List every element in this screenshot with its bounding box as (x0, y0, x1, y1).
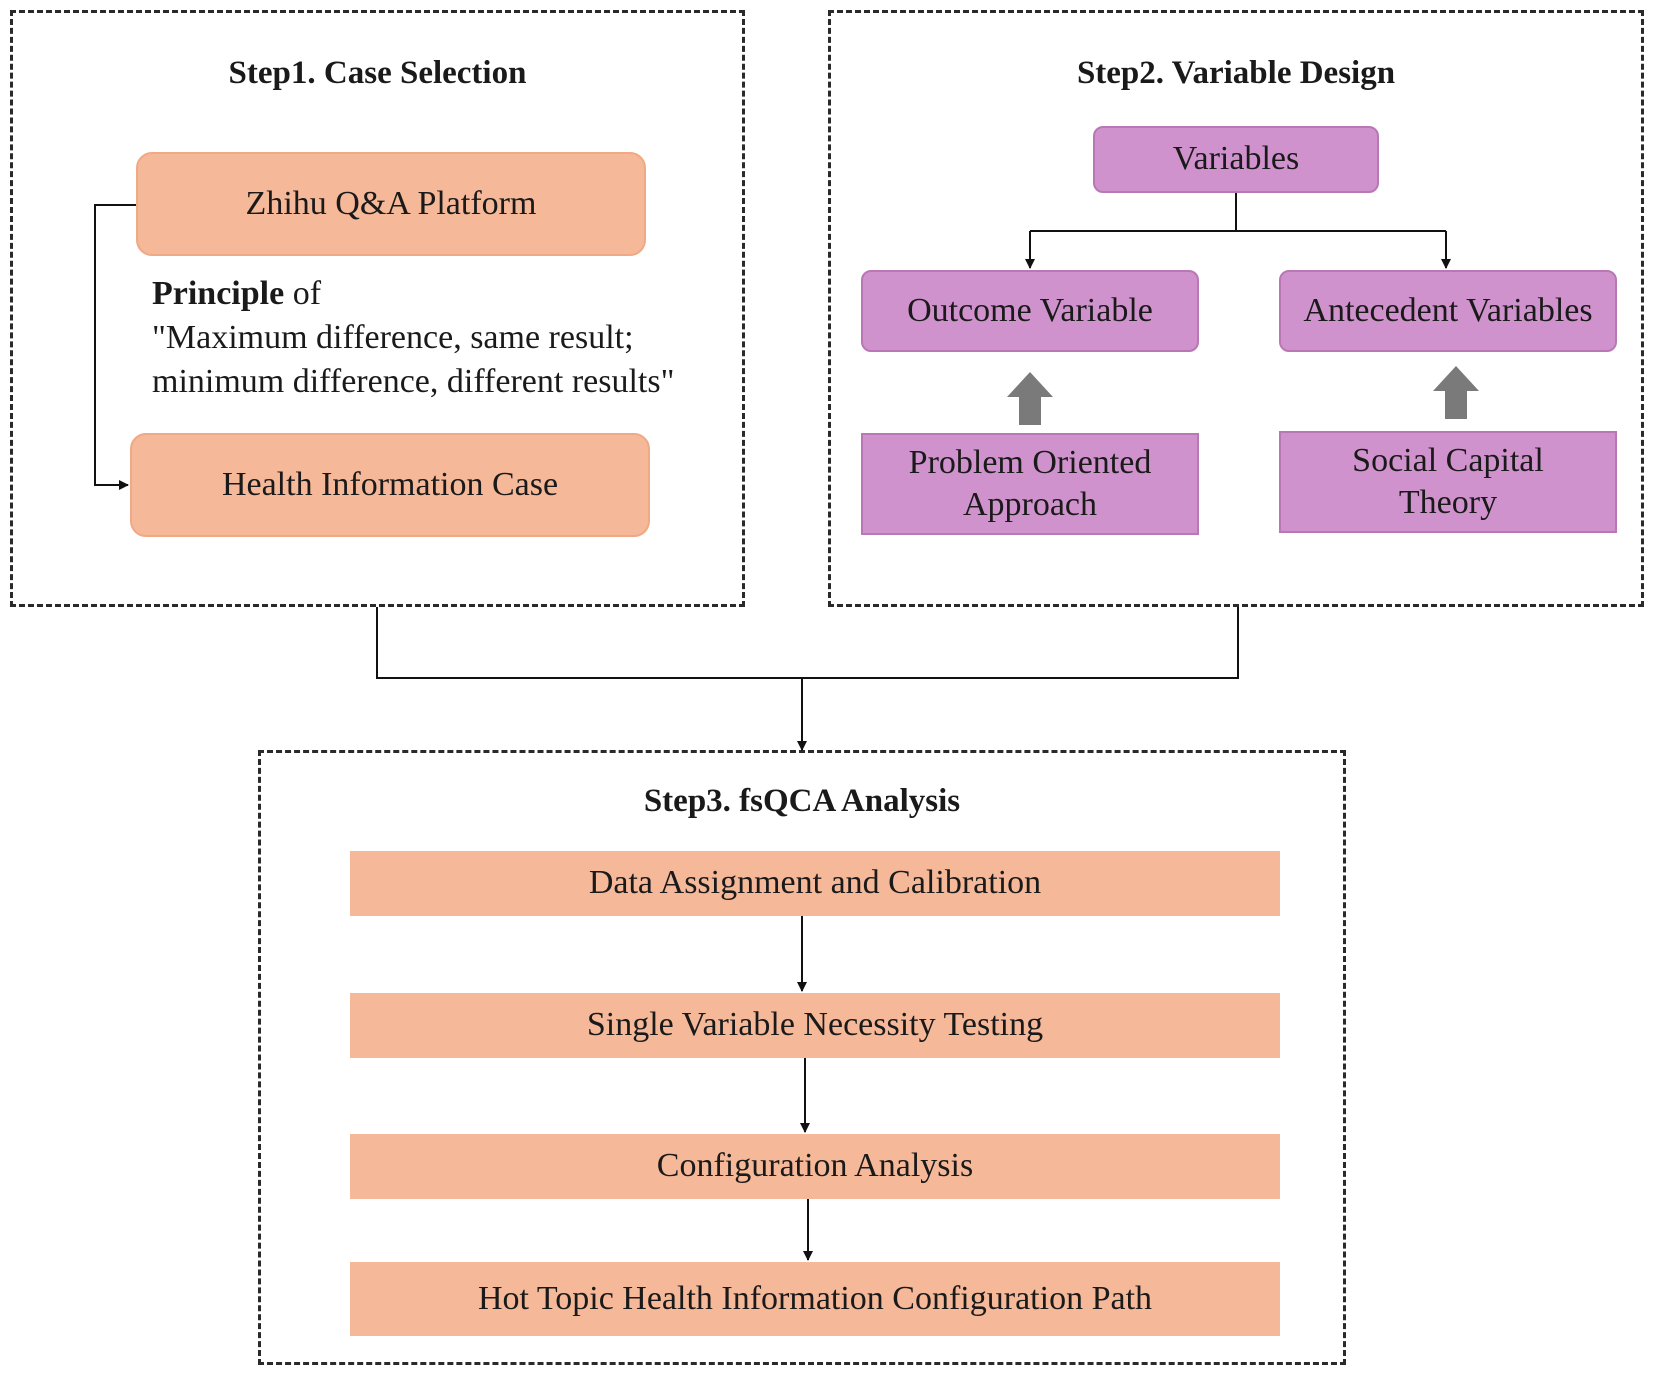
principle-bold: Principle (152, 275, 285, 312)
step3-box-2: Single Variable Necessity Testing (350, 993, 1280, 1058)
variables-label: Variables (1172, 140, 1300, 178)
step3-box-4: Hot Topic Health Information Configurati… (350, 1262, 1280, 1336)
principle-line-1: "Maximum difference, same result; (152, 319, 634, 357)
step3-label-2: Single Variable Necessity Testing (586, 1006, 1044, 1044)
health-info-case-label: Health Information Case (221, 465, 559, 503)
zhihu-platform-box: Zhihu Q&A Platform (136, 152, 646, 256)
social-capital-line-2: Theory (1398, 484, 1498, 521)
problem-oriented-line-1: Problem Oriented (908, 443, 1152, 481)
step3-panel: Step3. fsQCA Analysis (258, 750, 1346, 1365)
principle-text: Principle of "Maximum difference, same r… (152, 272, 674, 405)
social-capital-line-1: Social Capital (1352, 441, 1544, 479)
zhihu-platform-label: Zhihu Q&A Platform (245, 184, 537, 222)
health-info-case-box: Health Information Case (130, 433, 650, 537)
step3-box-1: Data Assignment and Calibration (350, 851, 1280, 916)
problem-oriented-line-2: Approach (962, 486, 1098, 523)
merge-connector (376, 607, 1239, 679)
antecedent-variables-label: Antecedent Variables (1303, 291, 1593, 329)
problem-oriented-box: Problem Oriented Approach (861, 433, 1199, 535)
step3-box-3: Configuration Analysis (350, 1134, 1280, 1199)
step3-label-1: Data Assignment and Calibration (588, 864, 1042, 902)
antecedent-variables-box: Antecedent Variables (1279, 270, 1617, 352)
step1-panel: Step1. Case Selection (10, 10, 745, 607)
problem-to-outcome-block-arrow (1007, 372, 1053, 425)
platform-to-case-arrow (94, 204, 136, 490)
principle-of: of (284, 275, 322, 312)
step3-label-3: Configuration Analysis (656, 1147, 974, 1185)
step2-title: Step2. Variable Design (1076, 55, 1396, 91)
principle-heading: Principle of (152, 272, 674, 316)
step2-panel: Step2. Variable Design (828, 10, 1644, 607)
principle-line-2: minimum difference, different results" (152, 363, 675, 401)
outcome-variable-label: Outcome Variable (907, 291, 1153, 329)
social-capital-box: Social Capital Theory (1279, 431, 1617, 533)
step3-title: Step3. fsQCA Analysis (643, 783, 961, 819)
social-to-antecedent-block-arrow (1433, 366, 1479, 419)
variables-box: Variables (1093, 126, 1379, 193)
outcome-variable-box: Outcome Variable (861, 270, 1199, 352)
step1-title: Step1. Case Selection (228, 55, 527, 91)
step3-label-4: Hot Topic Health Information Configurati… (477, 1279, 1153, 1317)
